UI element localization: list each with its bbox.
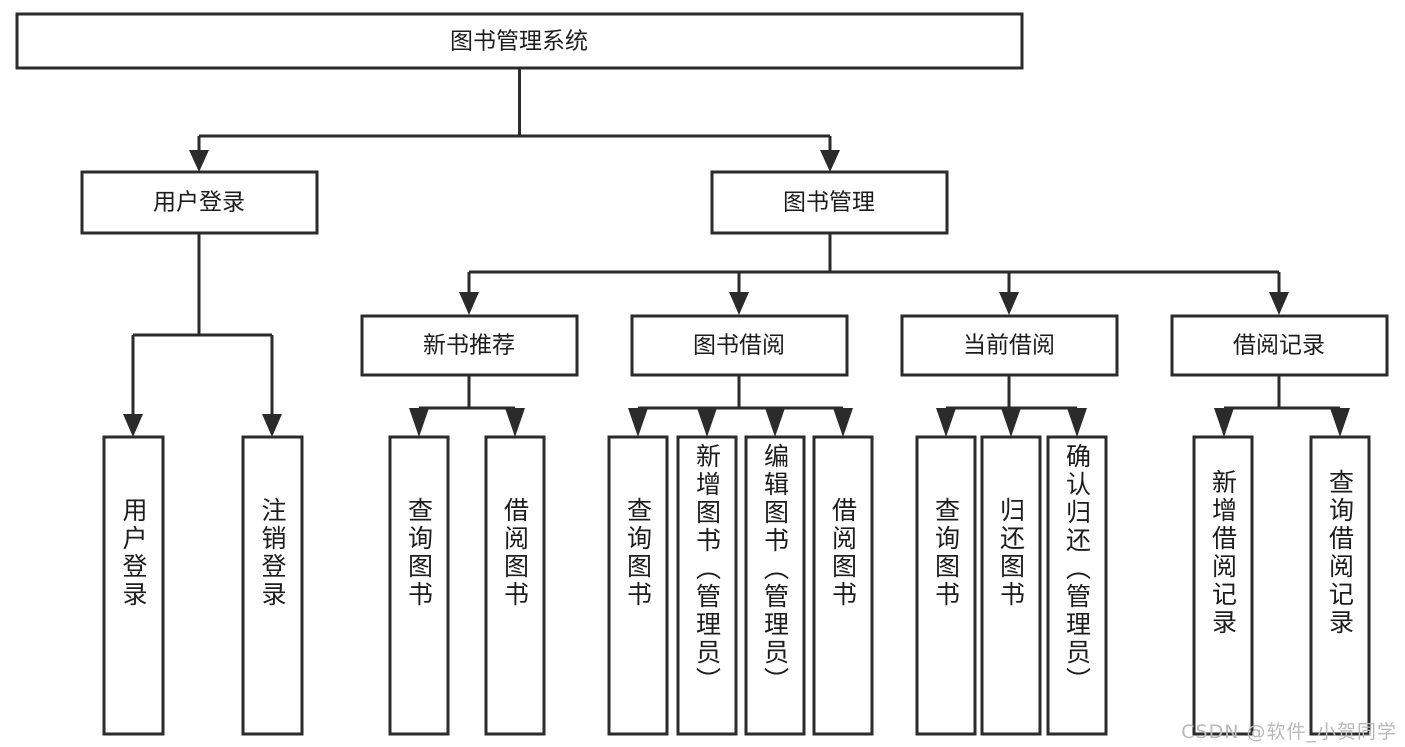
leaf-box-borrow-book-2[interactable] [812,435,874,736]
arrowhead-new-book-recommend [459,292,479,315]
node-root[interactable]: 图书管理系统 [15,12,1024,70]
leaf-box-query-book-1[interactable] [388,435,450,736]
arrowhead-leaf-query-record [1330,408,1350,437]
arrowhead-leaf-edit-book [765,408,785,437]
node-book-management[interactable]: 图书管理 [710,170,949,235]
node-borrow-record-box[interactable] [1170,314,1389,377]
node-book-borrow[interactable]: 图书借阅 [630,314,849,377]
leaf-box-confirm-return[interactable] [1046,435,1108,736]
arrowhead-leaf-user-login [123,414,143,437]
leaf-box-logout[interactable] [241,435,304,736]
node-root-label: 图书管理系统 [450,29,588,55]
node-user-login[interactable]: 用户登录 [80,170,319,235]
leaf-box-user-login[interactable] [102,435,165,736]
node-borrow-record[interactable]: 借阅记录 [1170,314,1389,377]
leaf-box-borrow-book-1[interactable] [484,435,546,736]
node-current-borrow-box[interactable] [900,314,1119,377]
leaf-box-return-book[interactable] [980,435,1042,736]
leaf-box-query-book-3[interactable] [915,435,977,736]
arrowhead-leaf-add-record [1214,408,1234,437]
node-new-book-recommend-label: 新书推荐 [423,333,515,359]
arrowhead-leaf-query-book-1 [409,408,429,437]
node-current-borrow-label: 当前借阅 [963,333,1055,359]
node-user-login-label: 用户登录 [153,190,245,216]
arrowhead-leaf-query-book-3 [936,408,956,437]
arrowhead-borrow-record [1269,292,1289,315]
arrowhead-leaf-return-book [1001,408,1021,437]
arrowhead-book-management [820,150,840,172]
leaf-box-group [102,435,1371,736]
arrowhead-book-borrow [729,292,749,315]
leaf-box-query-book-2[interactable] [607,435,669,736]
leaf-box-query-record[interactable] [1309,435,1371,736]
node-borrow-record-label: 借阅记录 [1233,333,1325,359]
arrowhead-leaf-borrow-book-2 [833,408,853,437]
node-current-borrow[interactable]: 当前借阅 [900,314,1119,377]
arrowhead-current-borrow [999,292,1019,315]
node-book-borrow-label: 图书借阅 [693,333,785,359]
node-new-book-recommend[interactable]: 新书推荐 [360,314,579,377]
leaf-box-add-book[interactable] [676,435,738,736]
node-book-management-label: 图书管理 [783,190,875,216]
arrowhead-leaf-borrow-book-1 [505,408,525,437]
csdn-watermark: CSDN @软件_小贺同学 [1181,721,1397,743]
node-book-management-box[interactable] [710,170,949,235]
leaf-box-edit-book[interactable] [744,435,806,736]
arrowhead-user-login [189,150,209,172]
node-new-book-recommend-box[interactable] [360,314,579,377]
arrowhead-leaf-logout [262,414,282,437]
arrowhead-leaf-query-book-2 [628,408,648,437]
leaf-box-add-record[interactable] [1192,435,1254,736]
connector-group [123,68,1350,437]
node-book-borrow-box[interactable] [630,314,849,377]
arrowhead-leaf-confirm-return [1067,408,1087,437]
node-user-login-box[interactable] [80,170,319,235]
node-root-box[interactable] [15,12,1024,70]
arrowhead-leaf-add-book [697,408,717,437]
